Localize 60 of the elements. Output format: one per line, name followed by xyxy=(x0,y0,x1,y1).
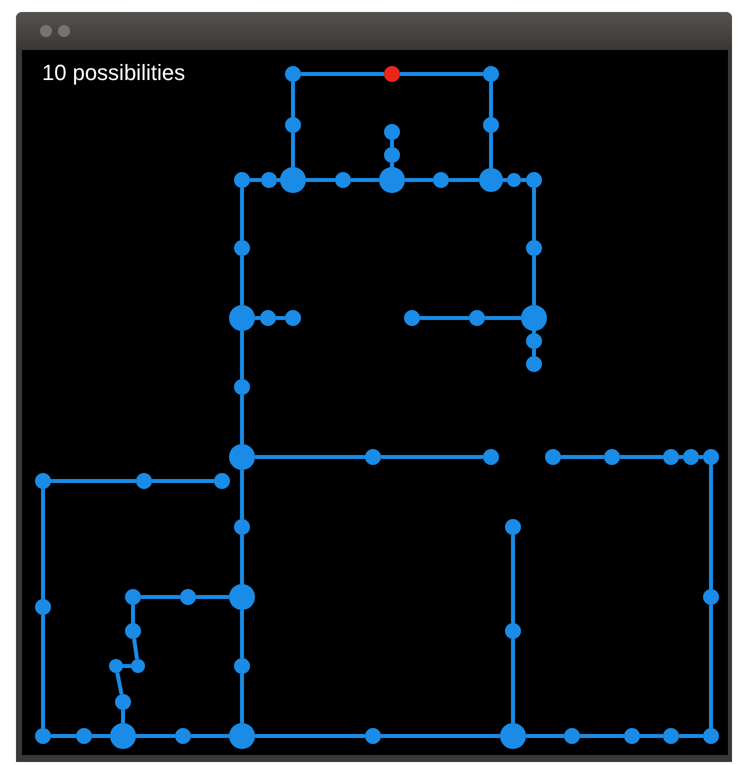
connector-line xyxy=(115,672,124,695)
connector-line xyxy=(240,188,244,240)
connector-line xyxy=(132,638,139,660)
connector-line xyxy=(306,178,335,182)
connector-line xyxy=(489,82,493,117)
connector-line xyxy=(381,455,483,459)
connector-line xyxy=(152,479,214,483)
connector-line xyxy=(136,734,175,738)
connector-line xyxy=(620,455,663,459)
connector-line xyxy=(92,734,110,738)
connector-line xyxy=(521,178,526,182)
connector-line xyxy=(240,674,244,723)
connector-line xyxy=(679,734,703,738)
connector-line xyxy=(489,133,493,168)
connector-line xyxy=(121,710,125,723)
connector-line xyxy=(699,455,703,459)
connector-line xyxy=(301,72,384,76)
connector-line xyxy=(709,605,713,728)
connector-line xyxy=(532,256,536,305)
connector-line xyxy=(291,133,295,167)
connector-line xyxy=(709,465,713,589)
connector-line xyxy=(526,734,564,738)
connector-line xyxy=(51,479,136,483)
connector-line xyxy=(390,140,394,147)
connector-line xyxy=(141,595,180,599)
connector-line xyxy=(400,72,483,76)
connector-line xyxy=(250,178,261,182)
connector-line xyxy=(291,82,295,117)
connector-line xyxy=(532,188,536,240)
connector-line xyxy=(255,734,365,738)
connector-line xyxy=(240,395,244,444)
connector-line xyxy=(240,256,244,305)
connector-line xyxy=(561,455,604,459)
connector-line xyxy=(679,455,683,459)
connector-line xyxy=(485,316,521,320)
connector-line xyxy=(131,605,135,623)
connector-line xyxy=(351,178,379,182)
connector-line xyxy=(240,535,244,584)
connector-line xyxy=(196,595,229,599)
connector-line xyxy=(41,615,45,728)
connector-line xyxy=(532,349,536,356)
connector-line xyxy=(123,664,131,668)
connector-line xyxy=(240,470,244,519)
connector-line xyxy=(420,316,469,320)
connector-line xyxy=(255,455,365,459)
connector-line xyxy=(511,535,515,623)
caption-text: 10 possibilities xyxy=(42,60,186,86)
connector-line xyxy=(276,316,285,320)
connector-line xyxy=(511,639,515,723)
connector-line xyxy=(449,178,479,182)
connector-line xyxy=(191,734,229,738)
connector-line xyxy=(240,610,244,658)
connector-line xyxy=(51,734,76,738)
connector-line xyxy=(381,734,500,738)
connector-line xyxy=(41,489,45,599)
connector-line xyxy=(640,734,663,738)
connector-line xyxy=(240,331,244,379)
connector-line xyxy=(580,734,624,738)
connector-line xyxy=(255,316,260,320)
connector-line xyxy=(405,178,433,182)
